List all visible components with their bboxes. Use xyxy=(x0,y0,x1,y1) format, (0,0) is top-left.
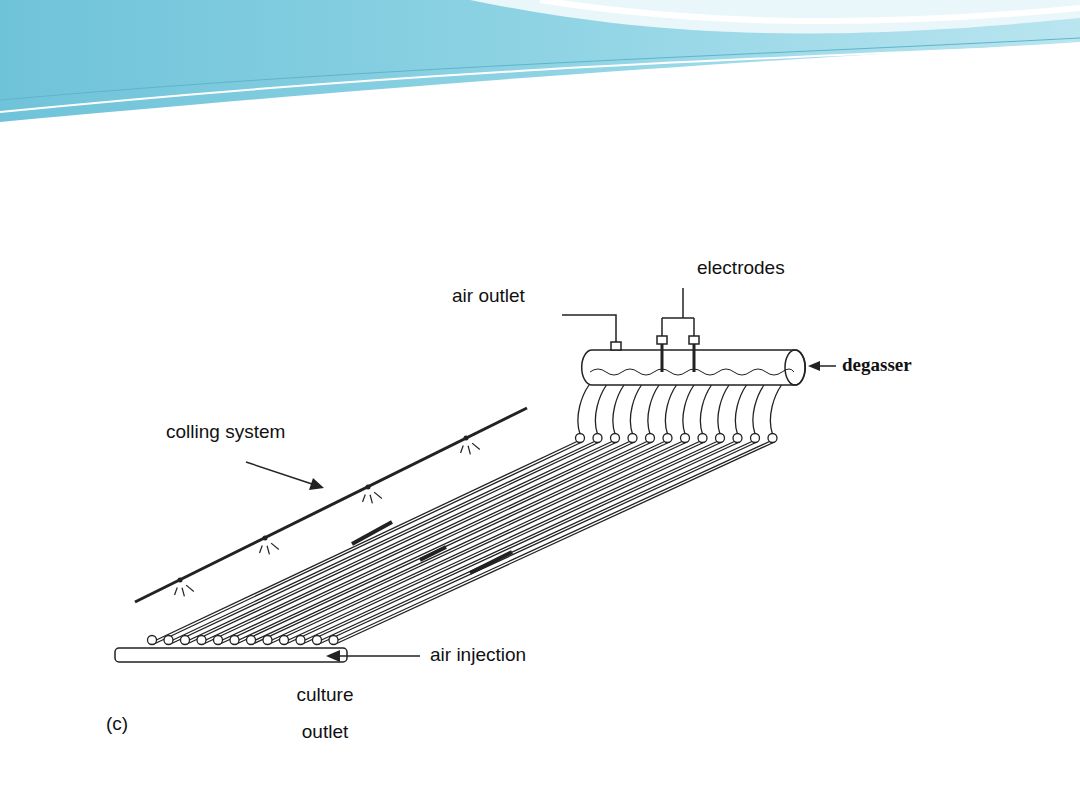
bottom-manifold xyxy=(115,648,347,662)
part-label: colling system xyxy=(166,420,285,445)
figure-frame xyxy=(75,225,985,763)
electrode-pair xyxy=(657,288,699,372)
part-label: air outlet xyxy=(452,284,525,309)
tube-array xyxy=(148,385,782,645)
panel-letter: (c) xyxy=(106,712,128,737)
air-injection-arrow xyxy=(326,650,420,662)
air-outlet-pipe xyxy=(562,315,621,350)
part-label: air injection xyxy=(430,643,526,668)
flow-marks xyxy=(352,522,512,573)
cooling-label-arrow xyxy=(246,462,324,490)
degasser-arrow xyxy=(808,361,836,371)
part-label: degasser xyxy=(842,353,912,378)
part-label: culture outlet xyxy=(285,676,365,750)
header-wave xyxy=(0,0,1080,122)
cooling-line xyxy=(135,408,527,602)
part-label: electrodes xyxy=(697,256,785,281)
